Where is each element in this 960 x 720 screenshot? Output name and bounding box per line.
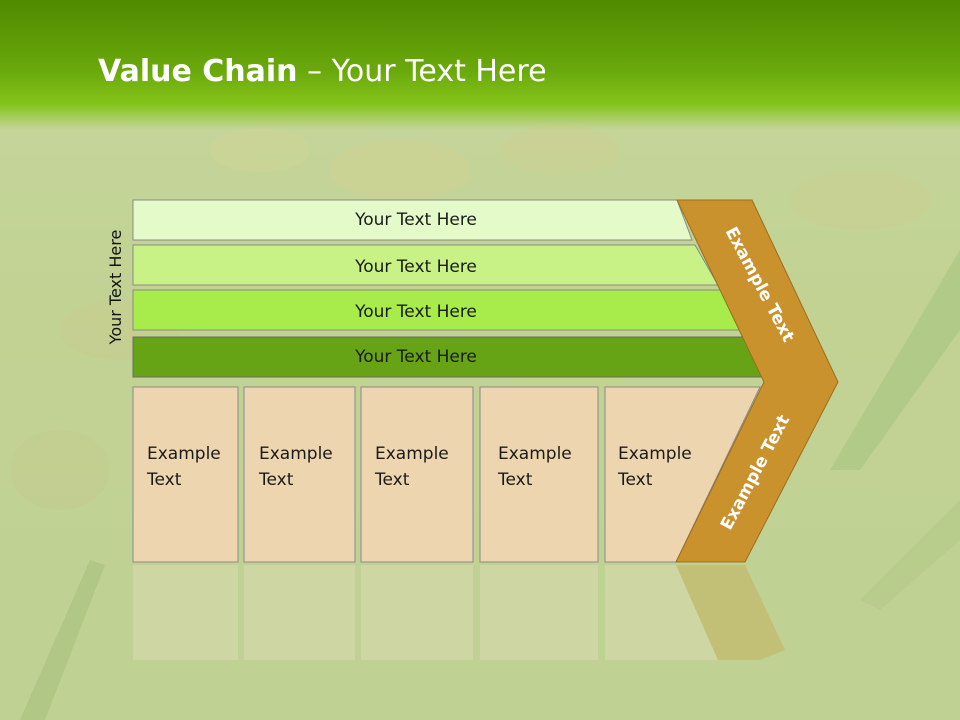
bar-label: Your Text Here xyxy=(354,302,477,322)
cell-label-line2: Text xyxy=(617,470,653,490)
bar-label: Your Text Here xyxy=(354,347,477,367)
bar-row[interactable]: Your Text Here xyxy=(132,336,765,378)
bar-label: Your Text Here xyxy=(354,257,477,277)
margin-chevron[interactable]: Example Text Example Text xyxy=(675,199,839,563)
activity-cell[interactable]: Example Text xyxy=(360,386,474,563)
activity-cell[interactable]: Example Text xyxy=(604,386,761,563)
title-rest: – Your Text Here xyxy=(297,54,547,89)
cell-label-line1: Example xyxy=(259,444,333,464)
cell-label-line2: Text xyxy=(146,470,182,490)
cell-label-line2: Text xyxy=(497,470,533,490)
activity-cell[interactable]: Example Text xyxy=(479,386,599,563)
bar-shape xyxy=(132,199,693,241)
reflection-cell xyxy=(361,565,473,660)
reflection-cell xyxy=(605,565,718,660)
cell-label-line1: Example xyxy=(375,444,449,464)
activity-cell[interactable]: Example Text xyxy=(243,386,356,563)
bar-row[interactable]: Your Text Here xyxy=(132,199,693,241)
title-bold: Value Chain xyxy=(98,54,298,89)
cell-box xyxy=(132,386,239,563)
title-bar xyxy=(0,0,960,130)
chevron-shape xyxy=(675,199,839,563)
cell-label-line2: Text xyxy=(374,470,410,490)
bar-row[interactable]: Your Text Here xyxy=(132,244,719,286)
activity-cell[interactable]: Example Text xyxy=(132,386,239,563)
reflection-cell xyxy=(480,565,598,660)
reflection-cell xyxy=(133,565,238,660)
activity-cells: Example Text Example Text Example Text E… xyxy=(132,386,761,563)
cell-box xyxy=(360,386,474,563)
diagram-reflection xyxy=(133,565,785,660)
cell-label-line1: Example xyxy=(147,444,221,464)
cell-label-line1: Example xyxy=(498,444,572,464)
cell-label-line1: Example xyxy=(618,444,692,464)
bar-row[interactable]: Your Text Here xyxy=(132,289,741,331)
cell-box xyxy=(479,386,599,563)
reflection-cell xyxy=(244,565,355,660)
reflection-chevron xyxy=(676,565,785,660)
bar-stack: Your Text Here Your Text Here Your Text … xyxy=(132,199,765,378)
slide-title: Value Chain – Your Text Here xyxy=(98,54,547,89)
cell-label-line2: Text xyxy=(258,470,294,490)
cell-box xyxy=(243,386,356,563)
bar-label: Your Text Here xyxy=(354,210,477,230)
